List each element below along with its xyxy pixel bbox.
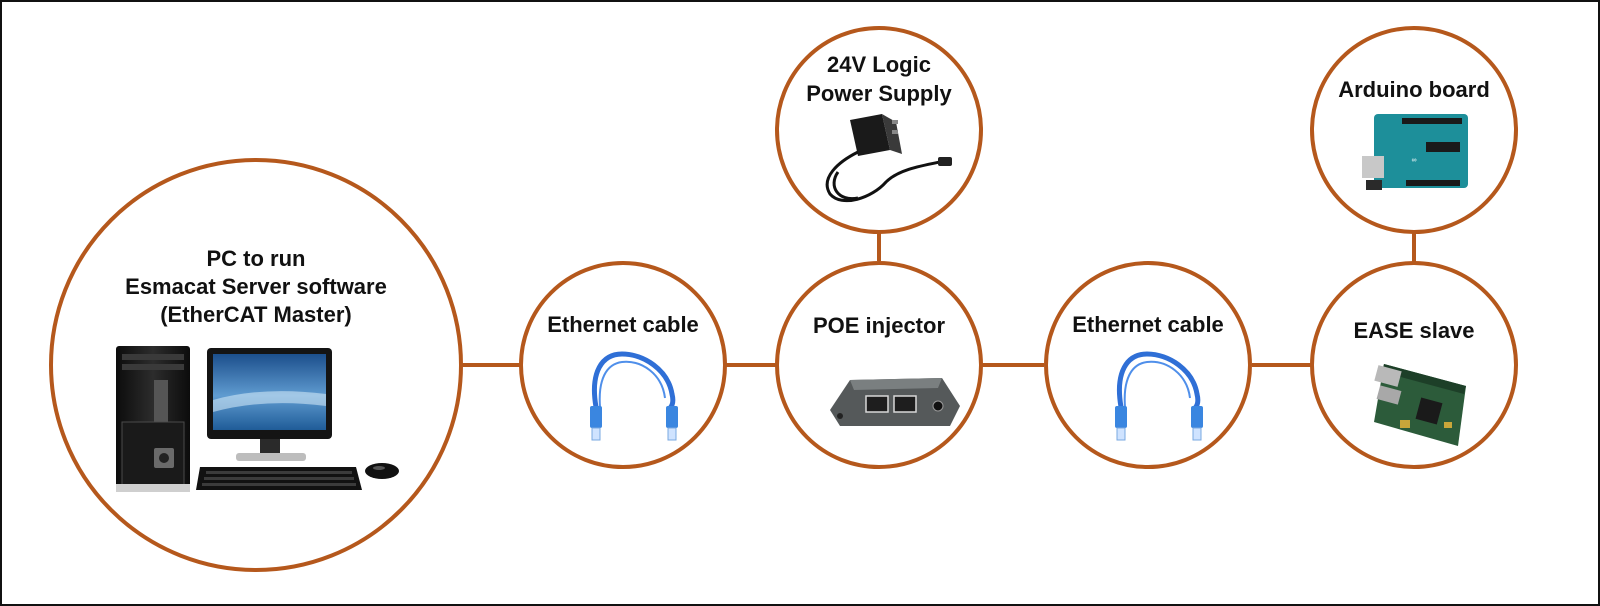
node-cable1: Ethernet cable xyxy=(519,261,727,469)
node-pc-label-3: (EtherCAT Master) xyxy=(160,302,352,327)
poe-injector-icon xyxy=(830,378,960,426)
node-ease-label: EASE slave xyxy=(1353,318,1474,343)
node-poe-ring xyxy=(775,261,983,469)
node-power: 24V Logic Power Supply xyxy=(775,26,983,234)
node-arduino: Arduino board ∞ xyxy=(1310,26,1518,234)
ease-board-icon xyxy=(1374,364,1466,446)
node-poe: POE injector xyxy=(775,261,983,469)
node-cable2: Ethernet cable xyxy=(1044,261,1252,469)
node-pc-label-1: PC to run xyxy=(207,246,306,271)
connections xyxy=(461,232,1416,367)
svg-text:∞: ∞ xyxy=(1412,157,1417,164)
power-adapter-icon xyxy=(825,114,952,203)
node-poe-label: POE injector xyxy=(813,313,945,338)
node-cable1-label: Ethernet cable xyxy=(547,312,699,337)
ethernet-cable-icon xyxy=(1115,351,1203,441)
node-ease: EASE slave xyxy=(1310,261,1518,469)
node-pc: PC to run Esmacat Server software (Ether… xyxy=(49,158,463,572)
node-cable2-label: Ethernet cable xyxy=(1072,312,1224,337)
desktop-pc-icon xyxy=(116,346,399,492)
node-cable2-ring xyxy=(1044,261,1252,469)
node-power-label-2: Power Supply xyxy=(806,81,952,106)
node-power-label-1: 24V Logic xyxy=(827,52,931,77)
ethernet-cable-icon xyxy=(590,351,678,441)
arduino-board-icon: ∞ xyxy=(1362,114,1468,190)
node-cable1-ring xyxy=(519,261,727,469)
node-arduino-label: Arduino board xyxy=(1338,77,1490,102)
node-pc-label-2: Esmacat Server software xyxy=(125,274,387,299)
node-ease-ring xyxy=(1310,261,1518,469)
